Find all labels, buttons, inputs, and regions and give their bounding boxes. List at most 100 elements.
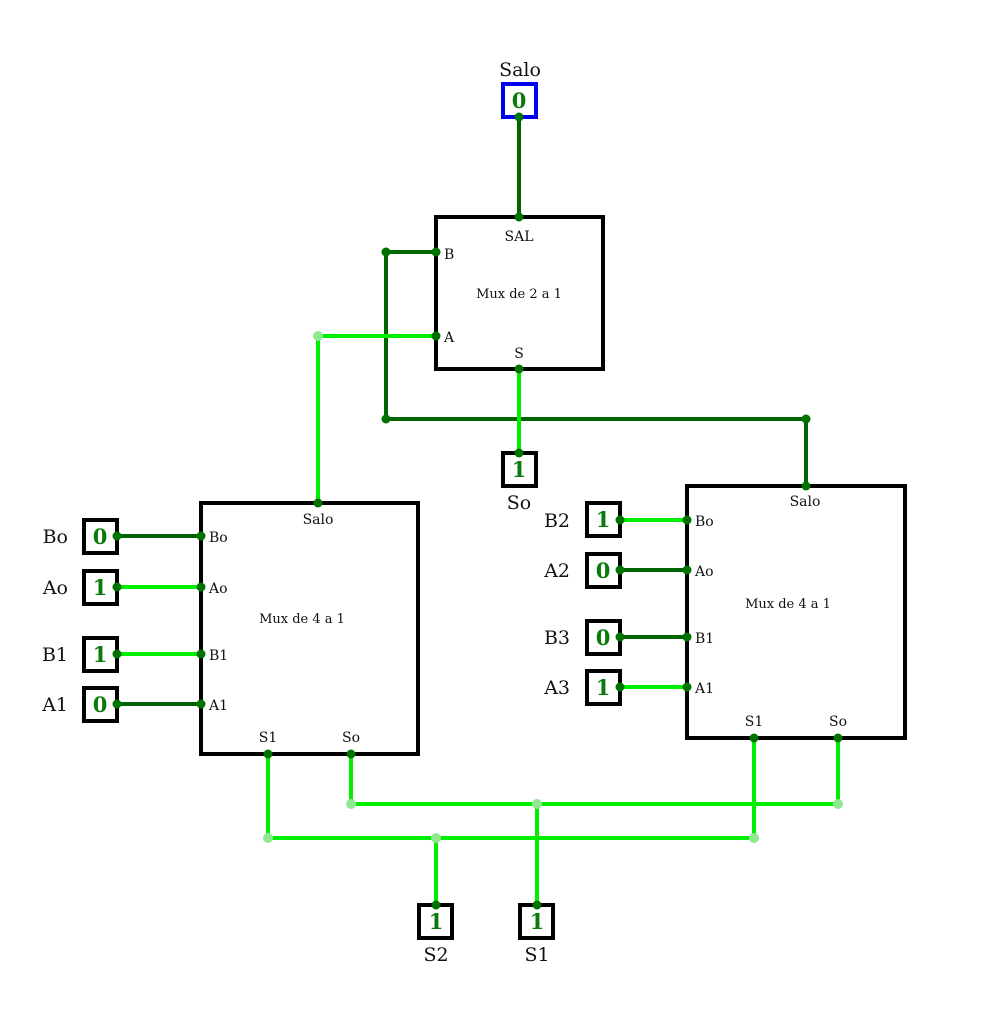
input-s0-value: 1 xyxy=(512,457,527,482)
mux4-right-pin-b1: B1 xyxy=(695,631,714,647)
pin-dot xyxy=(682,565,692,575)
pin-dot xyxy=(615,682,625,692)
pin-dot xyxy=(801,414,811,424)
input-s1[interactable]: 1 S1 xyxy=(518,903,555,966)
pin-dot xyxy=(431,900,441,910)
input-s1-value: 1 xyxy=(530,909,545,934)
input-b3[interactable]: B3 0 xyxy=(544,619,622,656)
pin-dot xyxy=(263,749,273,759)
pin-dot xyxy=(514,112,524,122)
mux4-right-pin-s1: S1 xyxy=(745,714,764,730)
mux4-right-pin-out: Salo xyxy=(790,494,821,510)
pin-dot xyxy=(381,247,391,257)
input-b0[interactable]: Bo 0 xyxy=(43,518,119,555)
input-s2-toggle[interactable] xyxy=(417,903,454,940)
pin-dot xyxy=(196,582,206,592)
junction-dot xyxy=(346,799,356,809)
pin-dot xyxy=(196,649,206,659)
junction-dot xyxy=(749,833,759,843)
mux4-left-pin-out: Salo xyxy=(303,512,334,528)
pin-dot xyxy=(112,531,122,541)
input-s0-toggle[interactable] xyxy=(501,451,538,488)
mux4-left[interactable]: Salo Bo Ao B1 A1 S1 So Mux de 4 a 1 xyxy=(199,501,420,756)
mux4-right[interactable]: Salo Bo Ao B1 A1 S1 So Mux de 4 a 1 xyxy=(685,484,907,740)
input-a2-label: A2 xyxy=(543,560,570,582)
input-b1-label: B1 xyxy=(42,644,68,666)
pin-dot xyxy=(833,733,843,743)
pin-dot xyxy=(313,498,323,508)
input-a1[interactable]: A1 0 xyxy=(41,686,119,723)
pin-dot xyxy=(615,565,625,575)
output-box xyxy=(501,82,538,119)
pin-dot xyxy=(431,331,441,341)
mux2-pin-a: A xyxy=(443,330,455,346)
pin-dot xyxy=(615,632,625,642)
input-b2-value: 1 xyxy=(596,507,611,532)
input-s0[interactable]: 1 So xyxy=(501,451,538,514)
mux4-right-pin-a0: Ao xyxy=(694,564,714,580)
pin-dot xyxy=(346,749,356,759)
input-a1-toggle[interactable] xyxy=(82,686,119,723)
input-b3-label: B3 xyxy=(544,627,570,649)
output-value: 0 xyxy=(512,88,527,113)
pin-dot xyxy=(532,900,542,910)
mux4-right-title: Mux de 4 a 1 xyxy=(745,597,831,612)
wire-s1-bus xyxy=(266,738,756,840)
wire-s0-bus xyxy=(349,738,840,806)
pin-dot xyxy=(801,481,811,491)
junction-dot xyxy=(431,833,441,843)
pin-dot xyxy=(112,699,122,709)
pin-dot xyxy=(682,515,692,525)
pin-dot xyxy=(514,212,524,222)
input-a3[interactable]: A3 1 xyxy=(543,669,622,706)
mux4-left-pin-s1: S1 xyxy=(259,730,278,746)
input-b2[interactable]: B2 1 xyxy=(544,501,622,538)
mux4-left-pin-b1: B1 xyxy=(209,648,228,664)
input-b1[interactable]: B1 1 xyxy=(42,636,119,673)
input-b3-toggle[interactable] xyxy=(585,619,622,656)
input-a2-toggle[interactable] xyxy=(585,552,622,589)
mux4-right-pin-s0: So xyxy=(829,714,847,730)
mux2-pin-out: SAL xyxy=(505,229,534,245)
input-a0-toggle[interactable] xyxy=(82,569,119,606)
mux4-right-pin-a1: A1 xyxy=(694,681,714,697)
pin-dot xyxy=(682,632,692,642)
pin-dot xyxy=(381,414,391,424)
input-a2[interactable]: A2 0 xyxy=(543,552,622,589)
mux4-left-pin-b0: Bo xyxy=(209,530,228,546)
input-b0-value: 0 xyxy=(93,524,108,549)
input-s0-label: So xyxy=(507,492,531,514)
mux4-left-body[interactable] xyxy=(199,501,420,756)
input-b1-value: 1 xyxy=(93,642,108,667)
pin-dot xyxy=(749,733,759,743)
mux4-left-pin-s0: So xyxy=(342,730,360,746)
input-a1-label: A1 xyxy=(41,694,68,716)
input-a1-value: 0 xyxy=(93,692,108,717)
pin-dots xyxy=(112,112,843,910)
input-a3-value: 1 xyxy=(596,675,611,700)
mux4-left-pin-a1: A1 xyxy=(208,698,228,714)
input-s2-label: S2 xyxy=(423,944,448,966)
input-a3-label: A3 xyxy=(543,677,570,699)
pin-dot xyxy=(196,531,206,541)
mux4-right-body[interactable] xyxy=(685,484,907,740)
output-salo: Salo 0 xyxy=(499,59,541,119)
mux4-right-pin-b0: Bo xyxy=(695,514,714,530)
input-s1-label: S1 xyxy=(524,944,549,966)
mux2-pin-s: S xyxy=(514,346,524,362)
input-s2-value: 1 xyxy=(429,909,444,934)
pin-dot xyxy=(112,582,122,592)
output-label: Salo xyxy=(499,59,541,81)
pin-dot xyxy=(682,682,692,692)
mux2-title: Mux de 2 a 1 xyxy=(476,287,562,302)
input-b2-label: B2 xyxy=(544,510,570,532)
mux2-pin-b: B xyxy=(444,247,454,263)
junctions xyxy=(263,331,843,843)
input-a0[interactable]: Ao 1 xyxy=(42,569,119,606)
input-s2[interactable]: 1 S2 xyxy=(417,903,454,966)
input-b1-toggle[interactable] xyxy=(82,636,119,673)
pin-dot xyxy=(196,699,206,709)
input-a0-label: Ao xyxy=(42,577,68,599)
mux2[interactable]: SAL B A S Mux de 2 a 1 xyxy=(434,215,605,371)
